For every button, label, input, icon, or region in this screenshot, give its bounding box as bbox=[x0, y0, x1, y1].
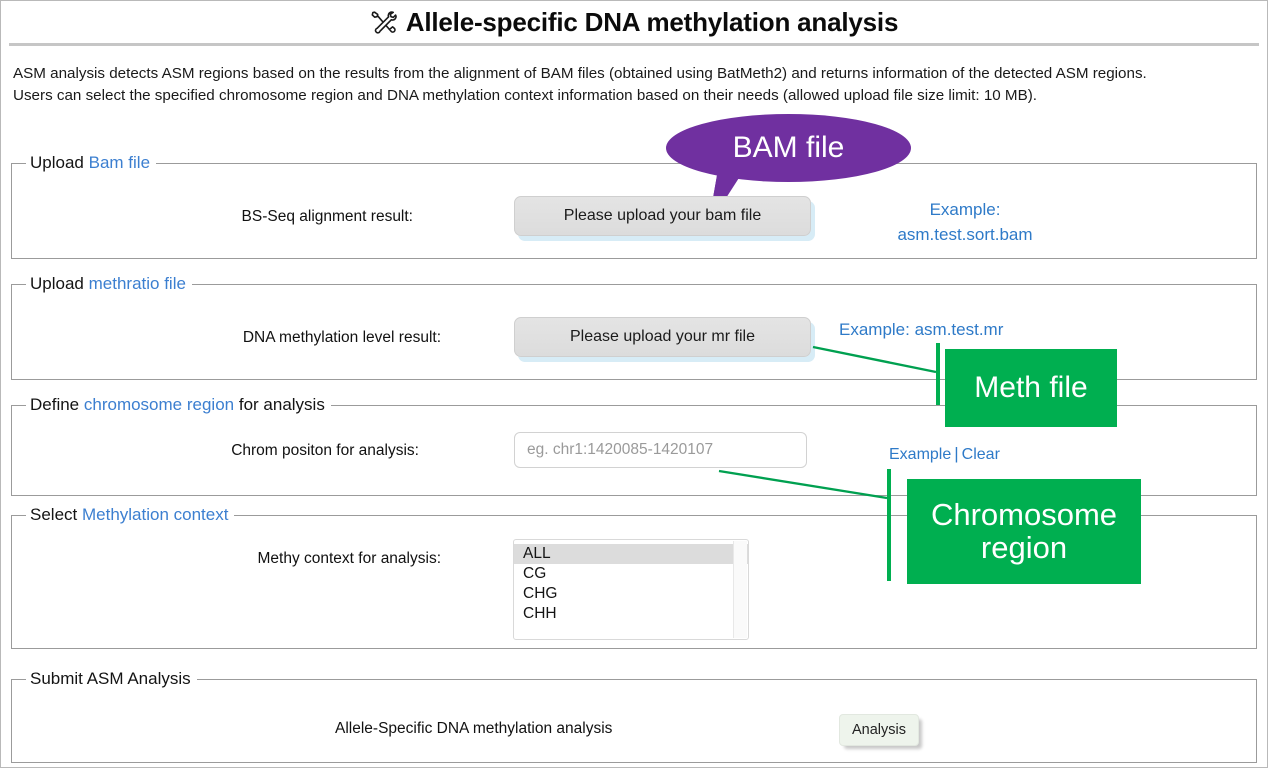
methratio-example-text: Example: asm.test.mr bbox=[839, 320, 1004, 339]
page-title-text: Allele-specific DNA methylation analysis bbox=[405, 6, 899, 37]
bam-example-link[interactable]: Example: asm.test.sort.bam bbox=[867, 197, 1063, 247]
upload-bam-fieldset: Upload Bam file bbox=[11, 153, 1257, 259]
listbox-option-chh[interactable]: CHH bbox=[523, 605, 557, 622]
chromosome-region-legend-suffix: for analysis bbox=[234, 395, 325, 414]
bam-example-filename: asm.test.sort.bam bbox=[897, 225, 1033, 244]
region-link-separator: | bbox=[954, 444, 959, 463]
region-links: Example|Clear bbox=[889, 444, 1000, 464]
region-callout-bar bbox=[887, 469, 891, 581]
upload-bam-button[interactable]: Please upload your bam file bbox=[514, 196, 811, 236]
upload-mr-button[interactable]: Please upload your mr file bbox=[514, 317, 811, 357]
upload-bam-legend-link[interactable]: Bam file bbox=[88, 153, 151, 172]
listbox-option-cg[interactable]: CG bbox=[523, 565, 547, 582]
chromosome-region-legend-link[interactable]: chromosome region bbox=[83, 395, 235, 414]
analysis-submit-button[interactable]: Analysis bbox=[839, 714, 919, 746]
chromosome-region-legend-prefix: Define bbox=[30, 395, 84, 414]
meth-callout-text: Meth file bbox=[974, 371, 1088, 405]
chromosome-region-legend: Define chromosome region for analysis bbox=[26, 395, 331, 415]
page-description: ASM analysis detects ASM regions based o… bbox=[13, 63, 1257, 107]
description-line-1: ASM analysis detects ASM regions based o… bbox=[13, 65, 1147, 82]
upload-bam-legend-prefix: Upload bbox=[30, 153, 89, 172]
methratio-example-link[interactable]: Example: asm.test.mr bbox=[839, 317, 1063, 342]
methylation-context-legend: Select Methylation context bbox=[26, 505, 235, 525]
methylation-context-legend-link[interactable]: Methylation context bbox=[81, 505, 229, 524]
chrom-position-input[interactable] bbox=[514, 432, 807, 468]
page-title: Allele-specific DNA methylation analysis bbox=[370, 7, 898, 38]
bam-callout-bubble: BAM file bbox=[666, 114, 911, 182]
tools-icon bbox=[370, 9, 398, 35]
submit-fieldset: Submit ASM Analysis bbox=[11, 669, 1257, 763]
bam-callout-text: BAM file bbox=[732, 131, 845, 164]
page-header: Allele-specific DNA methylation analysis bbox=[1, 1, 1267, 43]
chrom-position-label: Chrom positon for analysis: bbox=[231, 442, 419, 459]
methylation-context-legend-prefix: Select bbox=[30, 505, 82, 524]
submit-label: Allele-Specific DNA methylation analysis bbox=[335, 720, 613, 737]
listbox-option-all[interactable]: ALL bbox=[514, 544, 748, 564]
upload-methratio-fieldset: Upload methratio file bbox=[11, 274, 1257, 380]
description-line-2: Users can select the specified chromosom… bbox=[13, 87, 1037, 104]
chromosome-region-fieldset: Define chromosome region for analysis bbox=[11, 395, 1257, 496]
bam-field-label: BS-Seq alignment result: bbox=[241, 208, 413, 225]
region-clear-link[interactable]: Clear bbox=[961, 446, 1000, 463]
methy-context-listbox[interactable]: ALL CG CHG CHH bbox=[513, 539, 749, 640]
submit-legend: Submit ASM Analysis bbox=[26, 669, 197, 689]
bam-example-label: Example: bbox=[929, 200, 1001, 219]
upload-bam-legend: Upload Bam file bbox=[26, 153, 157, 173]
methylation-context-fieldset: Select Methylation context bbox=[11, 505, 1257, 649]
region-callout-text-2: region bbox=[980, 529, 1068, 565]
upload-methratio-legend-link[interactable]: methratio file bbox=[88, 274, 186, 293]
region-callout-box: Chromosome region bbox=[907, 479, 1141, 584]
listbox-option-chg[interactable]: CHG bbox=[523, 585, 558, 602]
region-callout-text-1: Chromosome bbox=[930, 496, 1118, 532]
header-divider bbox=[9, 43, 1259, 46]
meth-callout-box: Meth file bbox=[945, 349, 1117, 427]
listbox-scrollbar[interactable] bbox=[733, 541, 747, 638]
meth-callout-bar bbox=[936, 343, 940, 405]
methratio-field-label: DNA methylation level result: bbox=[242, 329, 441, 346]
upload-methratio-legend: Upload methratio file bbox=[26, 274, 192, 294]
methy-context-label: Methy context for analysis: bbox=[257, 550, 442, 567]
upload-methratio-legend-prefix: Upload bbox=[30, 274, 89, 293]
region-example-link[interactable]: Example bbox=[889, 446, 952, 463]
